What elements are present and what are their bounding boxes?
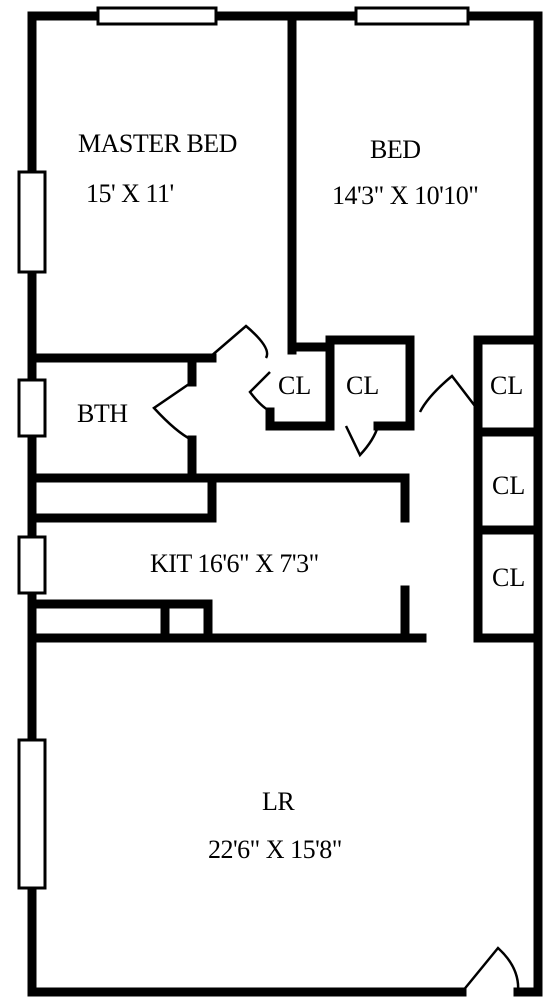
window-bed-top <box>354 6 470 26</box>
door-entry <box>461 946 520 993</box>
closet-walls <box>265 335 543 643</box>
closet-label-5: CL <box>492 563 525 592</box>
door-bath <box>152 380 193 442</box>
bed-name: BED <box>370 135 421 164</box>
window-master-top <box>96 6 218 26</box>
window-master-side <box>17 170 47 274</box>
window-lr-side <box>17 738 47 890</box>
closet-label-4: CL <box>492 471 525 500</box>
closet-label-1: CL <box>278 371 311 400</box>
door-closet-1 <box>248 371 273 414</box>
door-closet-2 <box>344 425 380 458</box>
bath-name: BTH <box>77 399 128 428</box>
living-room-dims: 22'6" X 15'8" <box>208 835 342 864</box>
kitchen-label: KIT 16'6" X 7'3" <box>150 549 319 578</box>
window-bath-side <box>17 378 47 438</box>
doors <box>152 324 520 993</box>
door-closet-right <box>418 374 479 413</box>
closet-label-2: CL <box>346 371 379 400</box>
bed-dims: 14'3" X 10'10" <box>332 181 478 210</box>
windows <box>17 6 470 890</box>
window-kitchen-side <box>17 535 47 595</box>
interior-walls <box>27 11 427 643</box>
master-bed-name: MASTER BED <box>78 129 237 158</box>
closet-label-3: CL <box>490 371 523 400</box>
living-room-name: LR <box>262 787 295 816</box>
door-master <box>209 324 269 359</box>
master-bed-dims: 15' X 11' <box>86 179 174 208</box>
